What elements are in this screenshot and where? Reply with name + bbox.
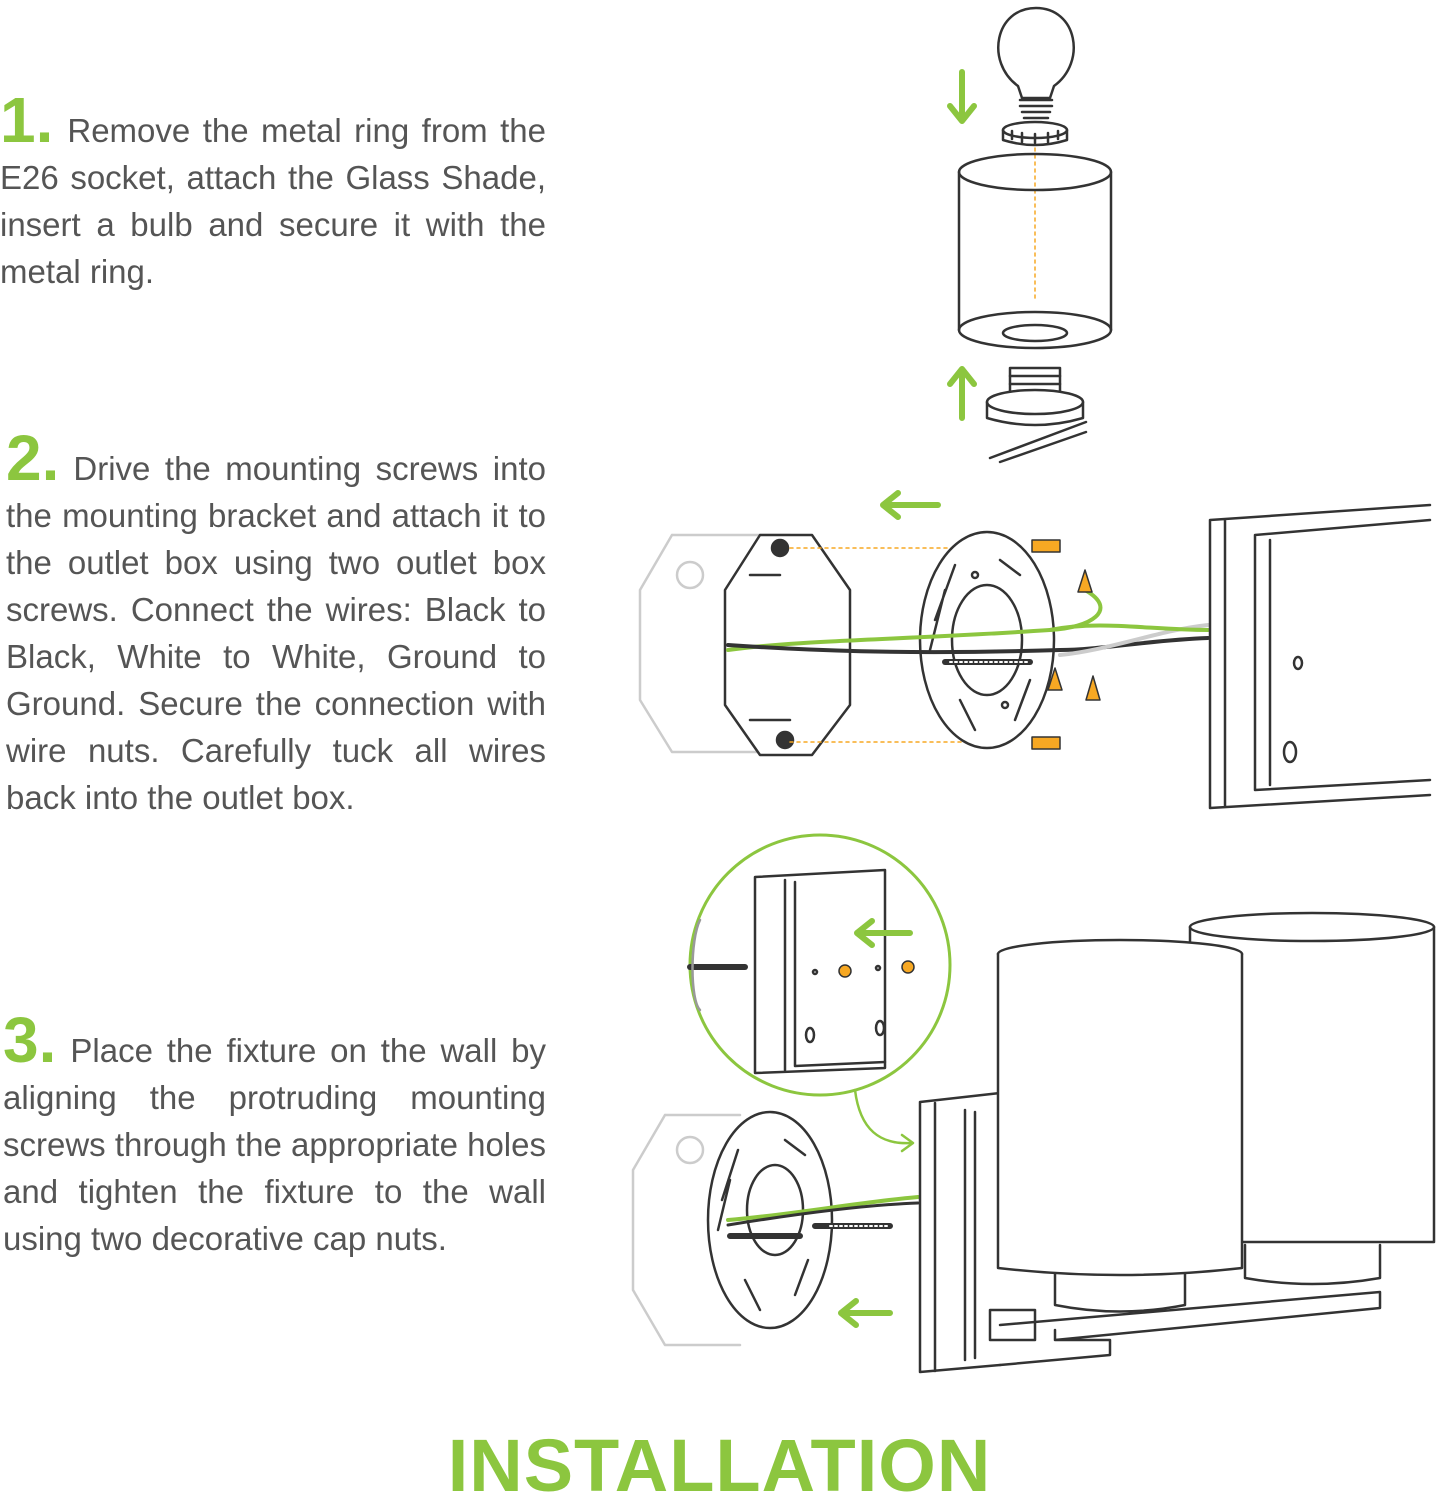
arrow-down-icon (947, 69, 977, 124)
fixture-icon (918, 911, 1436, 1374)
mounting-bracket-icon (918, 530, 1056, 750)
outlet-box-icon (631, 1113, 742, 1347)
step-number: 1 (0, 84, 36, 156)
step-3: 3.Place the fixture on the wall by align… (3, 1004, 546, 1257)
page-title: INSTALLATION (447, 1424, 992, 1507)
step-text: Drive the mounting screws into the mount… (6, 450, 546, 816)
fixture-backplate-icon (1208, 503, 1432, 810)
step-1: 1.Remove the metal ring from the E26 soc… (0, 84, 546, 290)
step-text: Place the fixture on the wall by alignin… (3, 1032, 546, 1257)
step-number: 3 (3, 1004, 39, 1076)
wires-icon (726, 588, 1210, 657)
arrow-left-icon (838, 1298, 893, 1328)
metal-ring-icon (1001, 120, 1069, 147)
arrow-up-icon (947, 366, 977, 421)
step-2: 2.Drive the mounting screws into the mou… (6, 422, 546, 816)
bulb-icon (997, 6, 1075, 120)
glass-shade-icon (957, 152, 1113, 350)
step-text: Remove the metal ring from the E26 socke… (0, 112, 546, 290)
socket-icon (985, 366, 1088, 464)
arrow-left-icon (880, 490, 941, 520)
zoom-circle-icon (687, 833, 952, 1153)
wire-nut-icon (1031, 539, 1101, 750)
step-number: 2 (6, 422, 42, 494)
